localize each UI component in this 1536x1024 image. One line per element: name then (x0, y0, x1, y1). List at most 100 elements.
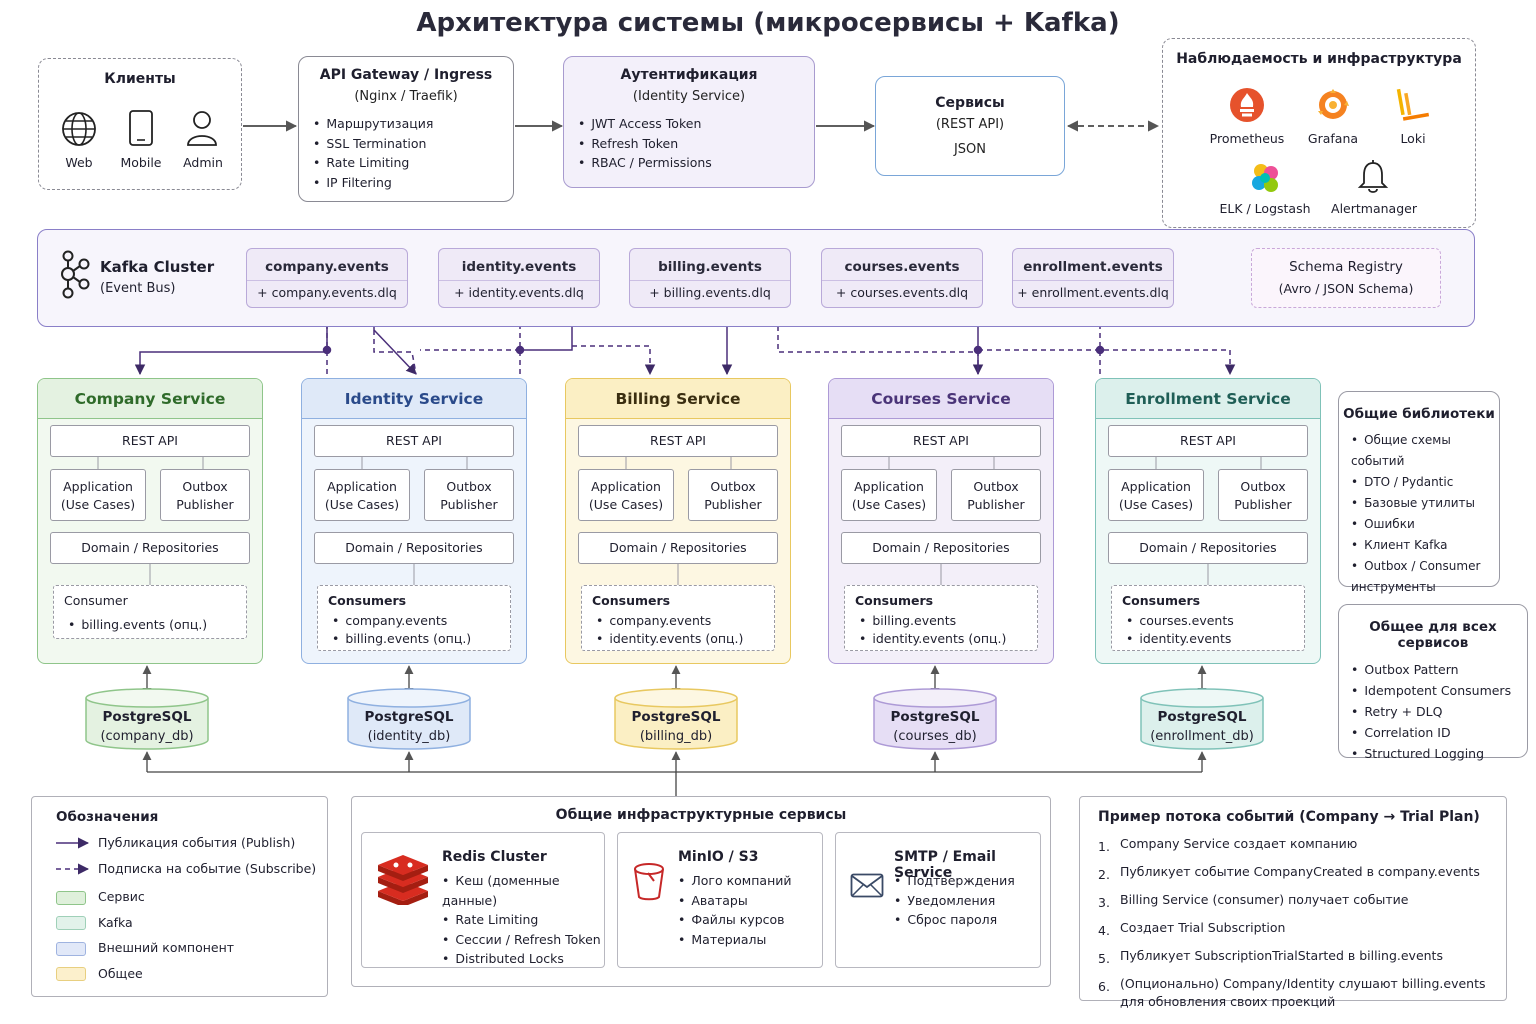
services-subtitle: (REST API) (935, 117, 1005, 132)
consumers-block: Consumerscourses.eventsidentity.events (1111, 585, 1305, 651)
legend-subscribe-label: Подписка на событие (Subscribe) (98, 861, 317, 876)
common-item: Correlation ID (1351, 722, 1527, 743)
auth-feature-item: RBAC / Permissions (578, 153, 814, 173)
infra-item: Rate Limiting (442, 910, 604, 930)
flow-step-text: Создает Trial Subscription (1120, 920, 1286, 935)
services-title: Сервисы (935, 95, 1005, 111)
libs-items: Общие схемы событийDTO / PydanticБазовые… (1351, 430, 1499, 598)
client-label-admin: Admin (183, 155, 223, 170)
envelope-icon (850, 873, 884, 898)
topic-name: enrollment.events (1023, 259, 1163, 275)
lib-item: Клиент Kafka (1351, 535, 1499, 556)
topic-name: identity.events (461, 259, 577, 275)
topic-dlq: + courses.events.dlq (822, 280, 982, 300)
topic-enrollment-events: enrollment.events + enrollment.events.dl… (1012, 248, 1174, 308)
infra-item: Кеш (доменные данные) (442, 871, 604, 910)
infra-card-items: ПодтвержденияУведомленияСброс пароля (894, 871, 1015, 930)
common-title: Общее для всех сервисов (1369, 619, 1497, 651)
infra-item: Файлы курсов (678, 910, 792, 930)
gateway-feature-item: Маршрутизация (313, 114, 513, 134)
consumer-item: identity.events (опц.) (859, 630, 1037, 648)
consumers-title: Consumers (855, 593, 934, 608)
flow-step-text: Company Service создает компанию (1120, 836, 1358, 851)
libs-title: Общие библиотеки (1343, 406, 1495, 422)
auth-feature-item: JWT Access Token (578, 114, 814, 134)
service-title: Billing Service (566, 379, 790, 419)
infra-item: Аватары (678, 891, 792, 911)
topic-name: courses.events (844, 259, 960, 275)
topic-name: company.events (265, 259, 389, 275)
topic-dlq: + identity.events.dlq (439, 280, 599, 300)
lib-item: Базовые утилиты (1351, 493, 1499, 514)
infra-item: Материалы (678, 930, 792, 950)
consumers-list: billing.eventsidentity.events (опц.) (845, 612, 1037, 648)
flow-step: 1.Company Service создает компанию (1098, 835, 1498, 858)
database-icon (873, 688, 997, 750)
services-format: JSON (953, 142, 987, 157)
shared-libs-box: Общие библиотеки Общие схемы событийDTO … (1338, 391, 1500, 594)
infra-card-minio: MinIO / S3 Лого компанийАватарыФайлы кур… (617, 832, 823, 968)
common-item: Retry + DLQ (1351, 701, 1527, 722)
rest-api-block: REST API (50, 425, 250, 457)
infra-item: Лого компаний (678, 871, 791, 891)
application-block: Application (Use Cases) (50, 469, 146, 521)
database-icon (85, 688, 209, 750)
legend-swatch-label: Общее (98, 965, 143, 981)
service-title: Company Service (38, 379, 262, 419)
kafka-subtitle: (Event Bus) (100, 281, 176, 296)
consumers-block: Consumers billing.eventsidentity.events (… (844, 585, 1038, 651)
flow-title: Пример потока событий (Company → Trial P… (1098, 809, 1480, 825)
database-icon (347, 688, 471, 750)
consumers-list: company.eventsbilling.events (опц.) (318, 612, 510, 648)
application-block: Application (Use Cases) (841, 469, 937, 521)
auth-subtitle: (Identity Service) (632, 89, 746, 104)
legend-arrows (56, 837, 90, 875)
legend-title: Обозначения (56, 809, 159, 825)
domain-block: Domain / Repositories (1108, 532, 1308, 564)
lib-item: Outbox / Consumer инструменты (1351, 556, 1499, 598)
kafka-title: Kafka Cluster (100, 258, 215, 276)
legend-swatch (56, 890, 86, 905)
flow-step-text: (Опционально) Company/Identity слушают b… (1120, 976, 1486, 1009)
database-top (347, 688, 471, 708)
flow-step-number: 2. (1098, 867, 1110, 882)
infra-item: Сброс пароля (894, 910, 1015, 930)
consumer-item: company.events (332, 612, 510, 630)
identity-service-db: PostgreSQL(identity_db) (346, 688, 472, 750)
consumers-block: Consumerbilling.events (опц.) (53, 585, 247, 639)
flow-step-number: 5. (1098, 951, 1110, 966)
schema-registry-box: Schema Registry (Avro / JSON Schema) (1251, 248, 1441, 308)
service-title: Enrollment Service (1096, 379, 1320, 419)
gateway-feature-item: Rate Limiting (313, 153, 513, 173)
kafka-icon (61, 250, 90, 299)
outbox-publisher-block: Outbox Publisher (688, 469, 778, 521)
legend-publish-label: Публикация события (Publish) (98, 835, 296, 850)
legend-swatch-label: Внешний компонент (98, 940, 235, 955)
consumers-title: Consumers (1122, 593, 1201, 608)
database-name: (company_db) (100, 729, 194, 744)
application-block: Application (Use Cases) (578, 469, 674, 521)
flow-example-box: Пример потока событий (Company → Trial P… (1079, 796, 1507, 1009)
legend-swatch-row: Сервис (56, 889, 145, 905)
company-service-db: PostgreSQL(company_db) (84, 688, 210, 750)
gateway-features: МаршрутизацияSSL TerminationRate Limitin… (313, 114, 513, 192)
flow-step-number: 3. (1098, 895, 1110, 910)
infra-item: Сессии / Refresh Token (442, 930, 604, 950)
infra-card-items: Лого компанийАватарыФайлы курсовМатериал… (678, 871, 792, 950)
gateway-feature-item: IP Filtering (313, 173, 513, 193)
topic-name: billing.events (658, 259, 762, 275)
gateway-subtitle: (Nginx / Traefik) (354, 89, 458, 104)
user-icon (187, 111, 217, 146)
flow-step: 6.(Опционально) Company/Identity слушают… (1098, 975, 1498, 1011)
schema-registry-title: Schema Registry (1289, 259, 1403, 275)
flow-step: 4.Создает Trial Subscription (1098, 919, 1498, 942)
database-body (873, 698, 997, 750)
common-item: Outbox Pattern (1351, 659, 1527, 680)
client-label-mobile: Mobile (120, 155, 162, 170)
observability-box: Наблюдаемость и инфраструктура Prometheu… (1162, 38, 1476, 228)
bucket-icon (634, 863, 664, 901)
legend-swatch (56, 916, 86, 930)
courses-service-db: PostgreSQL(courses_db) (872, 688, 998, 750)
